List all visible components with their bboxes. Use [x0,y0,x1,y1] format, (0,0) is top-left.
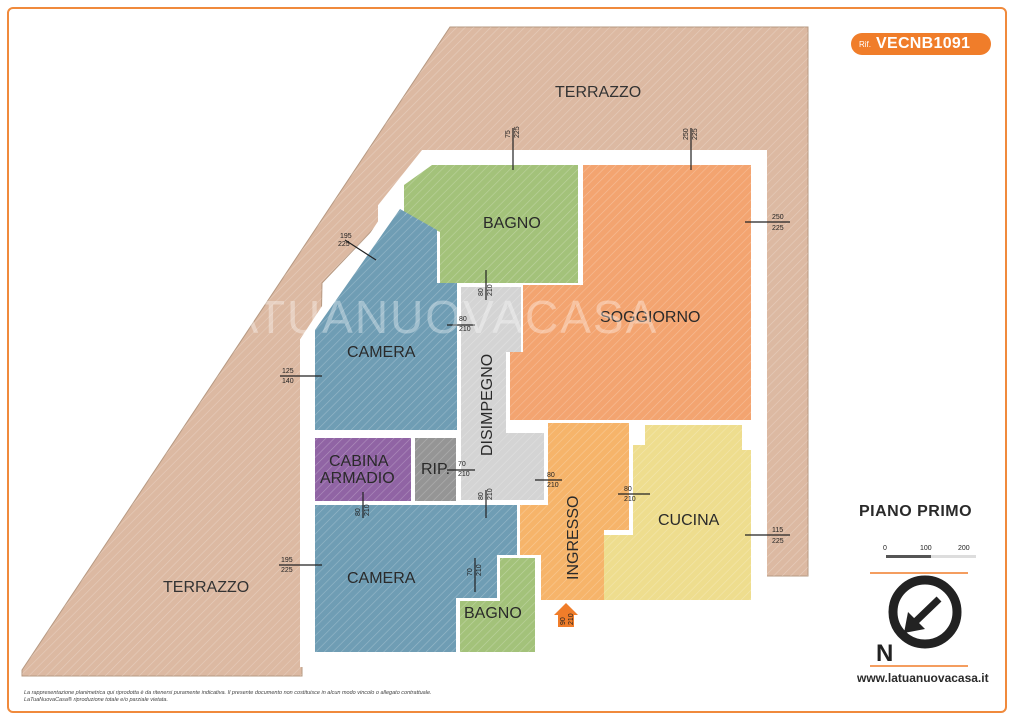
label-terrazzo-top: TERRAZZO [555,84,641,101]
opening-camera-diag-b: 225 [338,241,350,248]
compass-icon: N [870,572,968,667]
opening-soggiorno-right-b: 225 [772,225,784,232]
opening-ingresso-door-a: 80 [547,472,555,479]
label-camera-top: CAMERA [347,344,416,361]
opening-camera-door-b: 210 [459,326,471,333]
compass: N [870,568,990,668]
opening-cucina-window-a: 115 [772,527,783,534]
opening-cabina-door-b: 210 [364,504,371,516]
compass-letter: N [876,640,893,667]
label-cabina-line1: CABINA [329,453,389,470]
label-bagno-bottom: BAGNO [464,605,522,622]
opening-bagno-door-b: 210 [487,284,494,296]
opening-rip-door-b: 210 [458,471,470,478]
label-bagno-top: BAGNO [483,215,541,232]
opening-cucina-window-b: 225 [772,538,784,545]
opening-camera-diag-a: 195 [340,233,352,240]
label-cabina-line2: ARMADIO [320,470,395,487]
label-cucina: CUCINA [658,512,720,529]
entrance-arrow-icon [554,603,578,627]
opening-camera2-door-a: 80 [478,492,485,500]
scale-tick-0: 0 [883,545,887,552]
opening-entrance-b: 210 [568,613,575,625]
scale-bar: 0 100 200 [868,545,978,563]
opening-camera-door-a: 80 [459,316,467,323]
opening-bagno2-door-b: 210 [476,564,483,576]
disclaimer-line-2: LaTuaNuovaCasa® riproduzione totale e/o … [24,697,168,704]
opening-camera-left-a: 125 [282,368,294,375]
scale-tick-200: 200 [958,545,970,552]
opening-cucina-door-b: 210 [624,496,636,503]
opening-bagno-window-b: 225 [514,126,521,138]
opening-camera2-window-b: 225 [281,567,293,574]
opening-rip-door-a: 70 [458,461,466,468]
label-terrazzo-bottom: TERRAZZO [163,579,249,596]
opening-camera-left-b: 140 [282,378,294,385]
scale-tick-100: 100 [920,545,932,552]
label-ingresso: INGRESSO [565,496,582,580]
reference-badge: Rif. VECNB1091 [851,33,991,55]
opening-soggiorno-top-b: 225 [692,128,699,140]
opening-bagno2-door-a: 70 [467,568,474,576]
floor-label: PIANO PRIMO [859,503,973,520]
opening-bagno-door-a: 80 [478,288,485,296]
label-disimpegno: DISIMPEGNO [479,354,496,456]
opening-cabina-door-a: 80 [355,508,362,516]
website-link[interactable]: www.latuanuovacasa.it [857,671,989,685]
opening-camera2-door-b: 210 [487,488,494,500]
label-soggiorno: SOGGIORNO [600,309,700,326]
reference-label: Rif. [859,39,871,49]
opening-soggiorno-top-a: 250 [683,128,690,140]
reference-code: VECNB1091 [876,35,971,52]
opening-entrance-a: 90 [560,617,567,625]
opening-cucina-door-a: 80 [624,486,632,493]
disclaimer: La rappresentazione planimetrica qui rip… [24,690,544,704]
opening-ingresso-door-b: 210 [547,482,559,489]
label-rip: RIP. [421,461,450,478]
label-camera-bottom: CAMERA [347,570,416,587]
opening-camera2-window-a: 195 [281,557,293,564]
watermark-text: LATUANUOVACASA [200,291,659,343]
opening-soggiorno-right-a: 250 [772,214,784,221]
opening-bagno-window-a: 75 [505,130,512,138]
disclaimer-line-1: La rappresentazione planimetrica qui rip… [24,690,432,696]
